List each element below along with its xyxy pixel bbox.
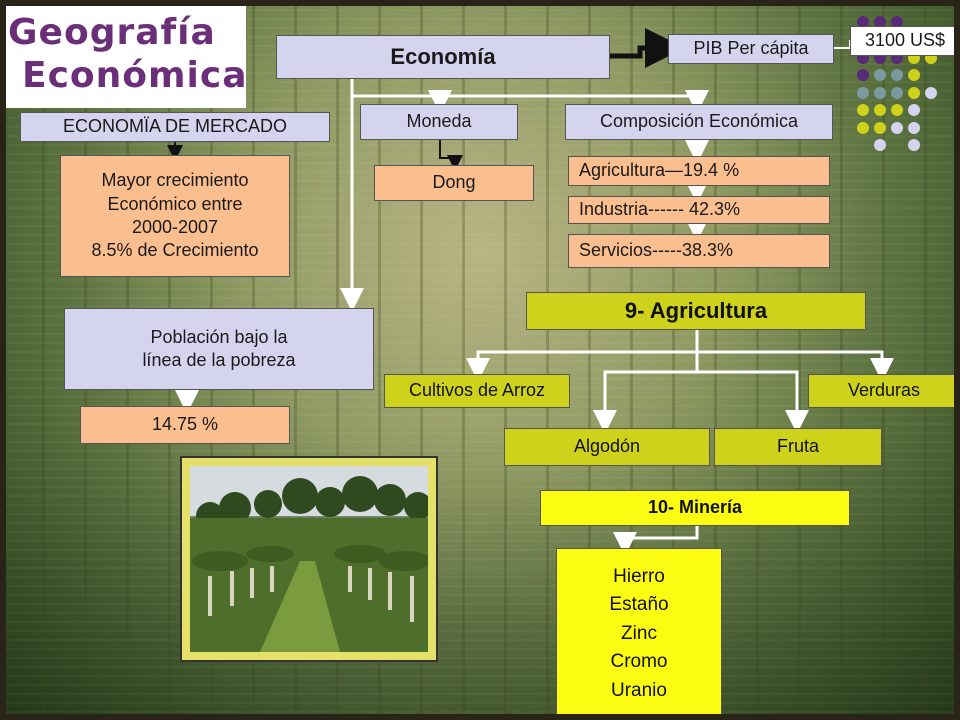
agricultura-pct: Agricultura—19.4 % <box>568 156 830 186</box>
pib-label: PIB Per cápita <box>668 34 834 64</box>
pobreza-node: Población bajo la línea de la pobreza <box>64 308 374 390</box>
pobreza-line: Población bajo la <box>150 326 288 347</box>
mineral-item: Estaño <box>609 594 669 616</box>
cultivo-verduras: Verduras <box>808 374 960 408</box>
mineral-item: Hierro <box>613 565 665 587</box>
cultivo-arroz: Cultivos de Arroz <box>384 374 570 408</box>
composicion-node: Composición Económica <box>565 104 833 140</box>
crecimiento-line: 8.5% de Crecimiento <box>91 240 259 261</box>
title-line-2: Económica <box>22 55 248 96</box>
agricultura-header: 9- Agricultura <box>526 292 866 330</box>
crecimiento-line: Económico entre <box>107 193 243 214</box>
mineral-item: Cromo <box>610 651 668 673</box>
plantation-photo-frame <box>180 456 438 662</box>
crecimiento-line: Mayor crecimiento <box>101 170 249 191</box>
cultivo-fruta: Fruta <box>714 428 882 466</box>
mineria-header: 10- Minería <box>540 490 850 526</box>
moneda-node: Moneda <box>360 104 518 140</box>
economia-node: Economía <box>276 35 610 79</box>
plantation-photo <box>190 466 428 652</box>
pib-value: 3100 US$ <box>850 26 960 56</box>
crecimiento-line: 2000-2007 <box>131 217 219 237</box>
title-panel: Geografía Económica <box>0 0 248 108</box>
economia-mercado-node: ECONOMÏA DE MERCADO <box>20 112 330 142</box>
minerales-list: Hierro Estaño Zinc Cromo Uranio <box>556 548 722 720</box>
dong-node: Dong <box>374 165 534 201</box>
pobreza-line: línea de la pobreza <box>142 350 296 370</box>
crecimiento-node: Mayor crecimiento Económico entre 2000-2… <box>60 155 290 277</box>
title-line-1: Geografía <box>8 12 216 53</box>
plantation-illustration <box>190 466 428 652</box>
mineral-item: Uranio <box>611 679 667 701</box>
servicios-pct: Servicios-----38.3% <box>568 234 830 268</box>
industria-pct: Industria------ 42.3% <box>568 196 830 224</box>
cultivo-algodon: Algodón <box>504 428 710 466</box>
mineral-item: Zinc <box>621 622 657 644</box>
pobreza-value: 14.75 % <box>80 406 290 444</box>
